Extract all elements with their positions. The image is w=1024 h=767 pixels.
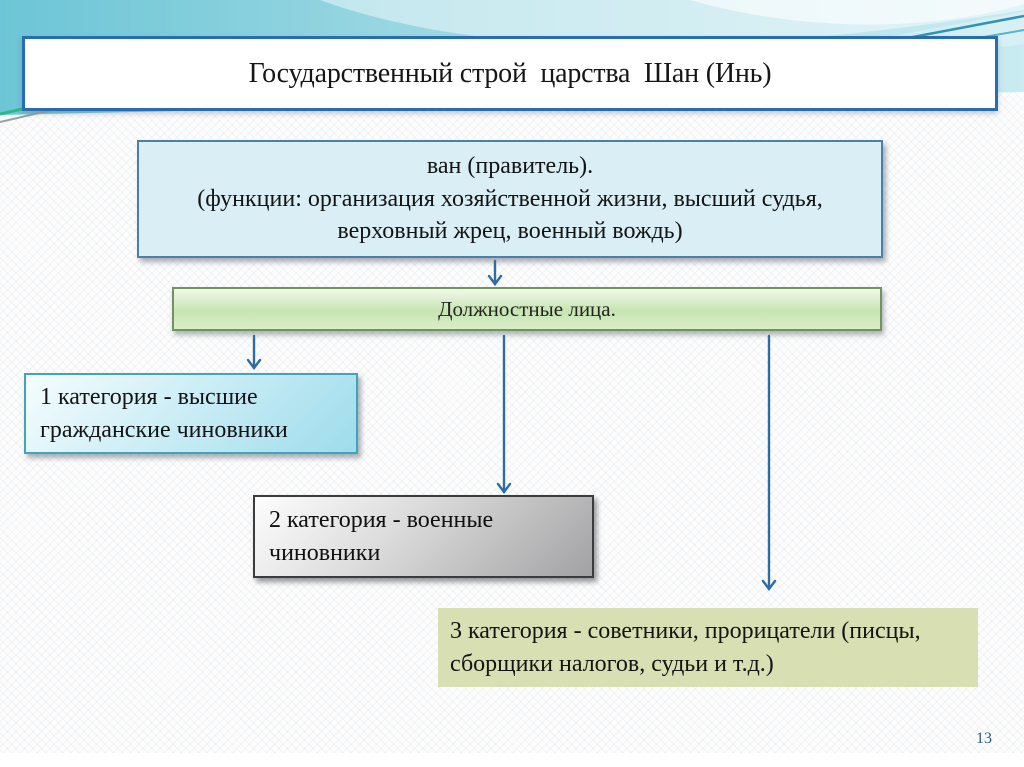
- ruler-node-label: ван (правитель). (функции: организация х…: [197, 153, 823, 245]
- category2-label: 2 категория - военные чиновники: [269, 507, 494, 566]
- slide-title-box: Государственный строй царства Шан (Инь): [22, 36, 998, 111]
- category3-label: 3 категория - советники, прорицатели (пи…: [450, 618, 921, 677]
- slide-title: Государственный строй царства Шан (Инь): [248, 57, 772, 89]
- officials-node-label: Должностные лица.: [438, 296, 616, 321]
- arrow-officials-to-category3-icon: [761, 334, 777, 591]
- category2-node: 2 категория - военные чиновники: [253, 495, 594, 578]
- bottom-strip: [0, 753, 1024, 767]
- page-number: 13: [976, 730, 992, 747]
- arrow-ruler-to-officials-icon: [487, 259, 503, 286]
- category1-label: 1 категория - высшие гражданские чиновни…: [40, 384, 288, 443]
- officials-node: Должностные лица.: [172, 287, 882, 331]
- ruler-node: ван (правитель). (функции: организация х…: [137, 140, 883, 258]
- header-swoosh2-icon: [690, 0, 1024, 25]
- arrow-officials-to-category2-icon: [496, 334, 512, 494]
- category3-node: 3 категория - советники, прорицатели (пи…: [438, 608, 978, 687]
- arrow-officials-to-category1-icon: [246, 334, 262, 370]
- category1-node: 1 категория - высшие гражданские чиновни…: [24, 373, 358, 454]
